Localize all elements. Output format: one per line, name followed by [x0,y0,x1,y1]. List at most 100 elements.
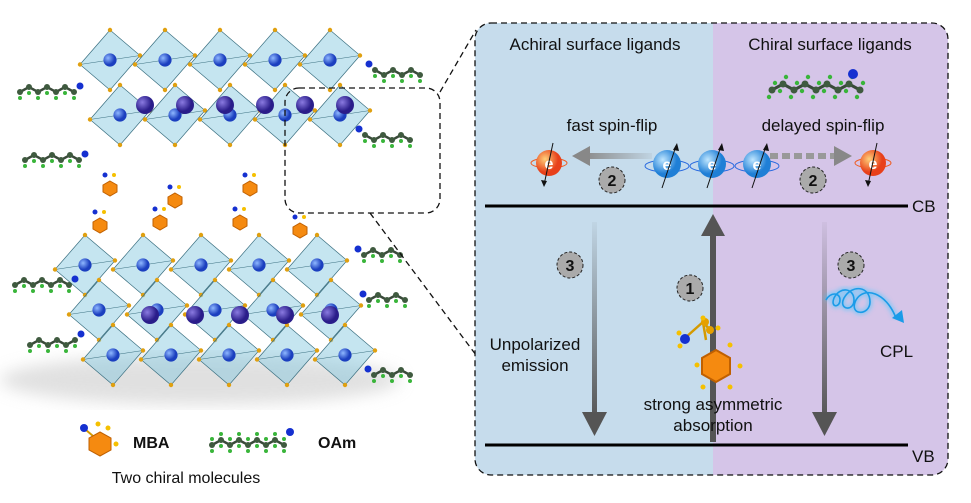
halide-atom [272,27,278,33]
lead-atom [280,348,294,362]
halide-atom [117,82,123,88]
hydrogen-atom [255,444,259,448]
nitrogen-atom [102,172,108,178]
halide-atom [284,382,290,388]
hydrogen-atom [376,299,380,303]
carbon-atom [254,437,260,443]
oam-ligand [12,275,79,293]
halide-atom [198,348,204,353]
carbon-atom [393,292,399,298]
halide-atom [170,258,176,263]
halide-atom [298,312,304,317]
carbon-atom [44,84,50,90]
halide-atom [270,277,276,283]
octahedron [196,322,262,388]
carbon-atom [36,337,42,343]
mba-ligand [152,206,168,231]
hydrogen-atom [382,79,386,83]
halide-atom [117,142,123,148]
halide-atom [212,277,218,283]
lead-atom [310,258,324,272]
cation-atom [296,96,314,114]
halide-atom [142,117,148,122]
chiral-ligand-molecule-icon [766,69,866,100]
lead-atom [164,348,178,362]
hydrogen-atom [23,164,27,168]
electron-spin-flipped-left: e [530,142,568,187]
carbon-atom [71,89,77,95]
carbon-atom [379,252,385,258]
halide-atom [162,87,168,93]
carbon-atom [402,297,408,303]
hydrogen-atom [246,449,250,453]
hydrogen-atom [860,80,866,86]
halide-atom [82,292,88,298]
hydrogen-atom [363,139,367,143]
hydrogen-atom [788,94,794,100]
hydrogen-atom [832,94,838,100]
halide-atom [256,292,262,298]
chiral-region [713,23,948,475]
fast-flip-arrow [582,153,652,159]
cb-label: CB [912,197,936,216]
electron-symbol: e [869,156,878,173]
hydrogen-atom [821,88,827,94]
benzene-ring [152,214,168,231]
oam-ligand [17,82,84,100]
legend: MBA OAm Two chiral molecules [80,421,356,487]
carbon-atom [62,84,68,90]
halide-atom [66,312,72,317]
halide-atom [270,337,276,343]
halide-atom [52,267,58,272]
halide-atom [168,322,174,328]
hydrogen-atom [403,304,407,308]
step-badge-2-right: 2 [799,166,827,194]
carbon-atom [218,437,224,443]
octahedron [307,82,373,148]
carbon-atom [21,277,27,283]
mba-ligand [292,214,308,239]
halide-atom [82,232,88,238]
carbon-atom [45,342,51,348]
hydrogen-atom [18,96,22,100]
halide-atom [312,108,318,113]
step-number: 3 [566,258,575,275]
mba-ligand [242,172,258,197]
hydrogen-atom [273,444,277,448]
halide-atom [286,258,292,263]
hydrogen-atom [273,432,277,436]
lead-atom [168,108,182,122]
panel-border [474,22,949,476]
halide-atom [172,142,178,148]
electron-symbol: e [663,157,672,174]
lead-atom [222,348,236,362]
cation-atom [321,306,339,324]
halide-atom [367,108,373,113]
halide-atom [140,348,146,353]
carbon-atom [371,372,377,378]
step-number: 2 [809,173,818,190]
hydrogen-atom [805,74,811,80]
halide-atom [226,322,232,328]
hydrogen-atom [827,74,833,80]
halide-atom [357,53,363,58]
carbon-atom [362,132,368,138]
halide-atom [328,277,334,283]
carbon-atom [407,137,413,143]
hydrogen-atom [381,374,385,378]
step-badge-3-right: 3 [837,251,865,279]
carbon-atom [35,89,41,95]
halide-atom [80,357,86,362]
oam-ligand [364,365,413,383]
fast-flip-arrowhead [572,146,590,166]
halide-atom [282,82,288,88]
mba-molecule-icon [80,421,119,457]
hydrogen-atom [28,349,32,353]
zoom-connector-bottom [369,212,477,356]
shadow [0,355,400,405]
hydrogen-atom [59,164,63,168]
absorption-arrowhead [701,214,725,236]
hydrogen-atom [777,88,783,94]
lead-atom [103,53,117,67]
halide-atom [77,62,83,67]
